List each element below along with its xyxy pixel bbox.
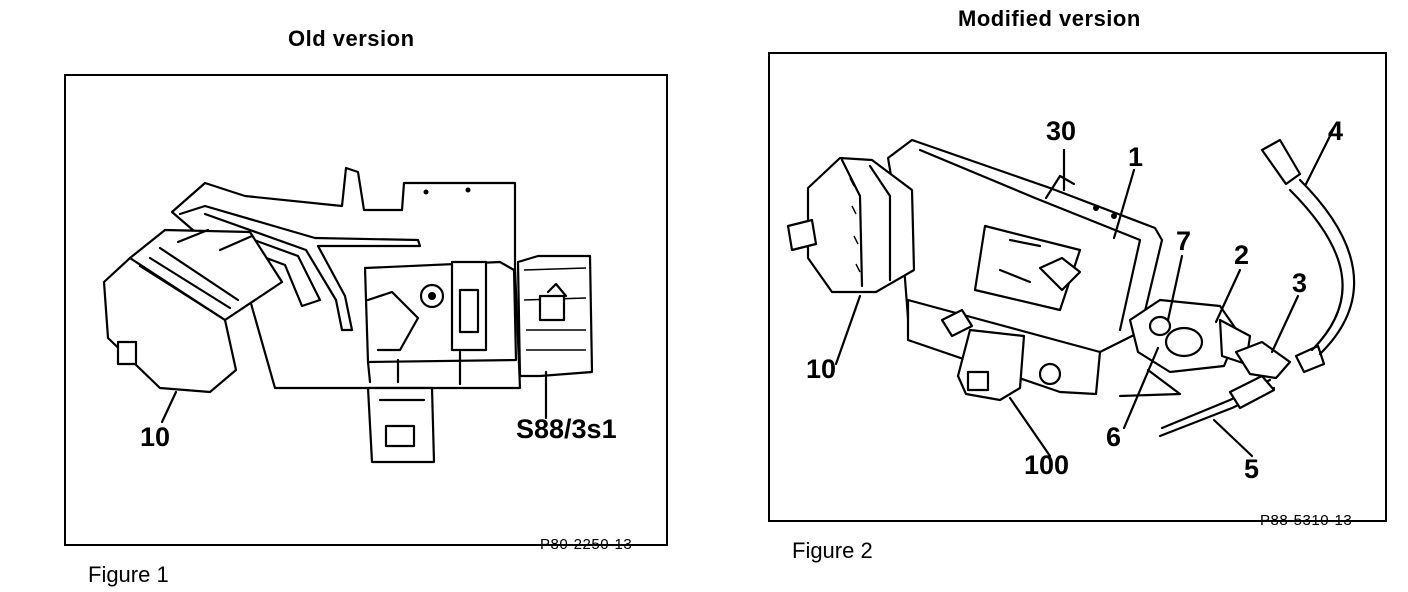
figure2-callout-30: 30 xyxy=(1046,116,1077,146)
figure2-callout-2: 2 xyxy=(1234,240,1250,270)
figure2-callout-7: 7 xyxy=(1176,226,1192,256)
figure2-caption: Figure 2 xyxy=(792,538,873,563)
figure2-callout-3: 3 xyxy=(1292,268,1308,298)
figure1-callout-s88: S88/3s1 xyxy=(516,414,617,444)
figure1-callout-10: 10 xyxy=(140,422,171,452)
figure2-callout-4: 4 xyxy=(1328,116,1344,146)
figure2-code: P88-5310-13 xyxy=(1260,512,1353,529)
figure1-heading: Old version xyxy=(288,26,415,51)
figure1-caption: Figure 1 xyxy=(88,562,169,587)
figure2-callout-5: 5 xyxy=(1244,454,1260,484)
figure2-callout-10: 10 xyxy=(806,354,837,384)
figure1-code: P80-2250-13 xyxy=(540,536,633,553)
figure2-callout-1: 1 xyxy=(1128,142,1144,172)
figure2-callout-100: 100 xyxy=(1024,450,1070,480)
figure2-heading: Modified version xyxy=(958,6,1141,31)
figure2-callout-6: 6 xyxy=(1106,422,1122,452)
